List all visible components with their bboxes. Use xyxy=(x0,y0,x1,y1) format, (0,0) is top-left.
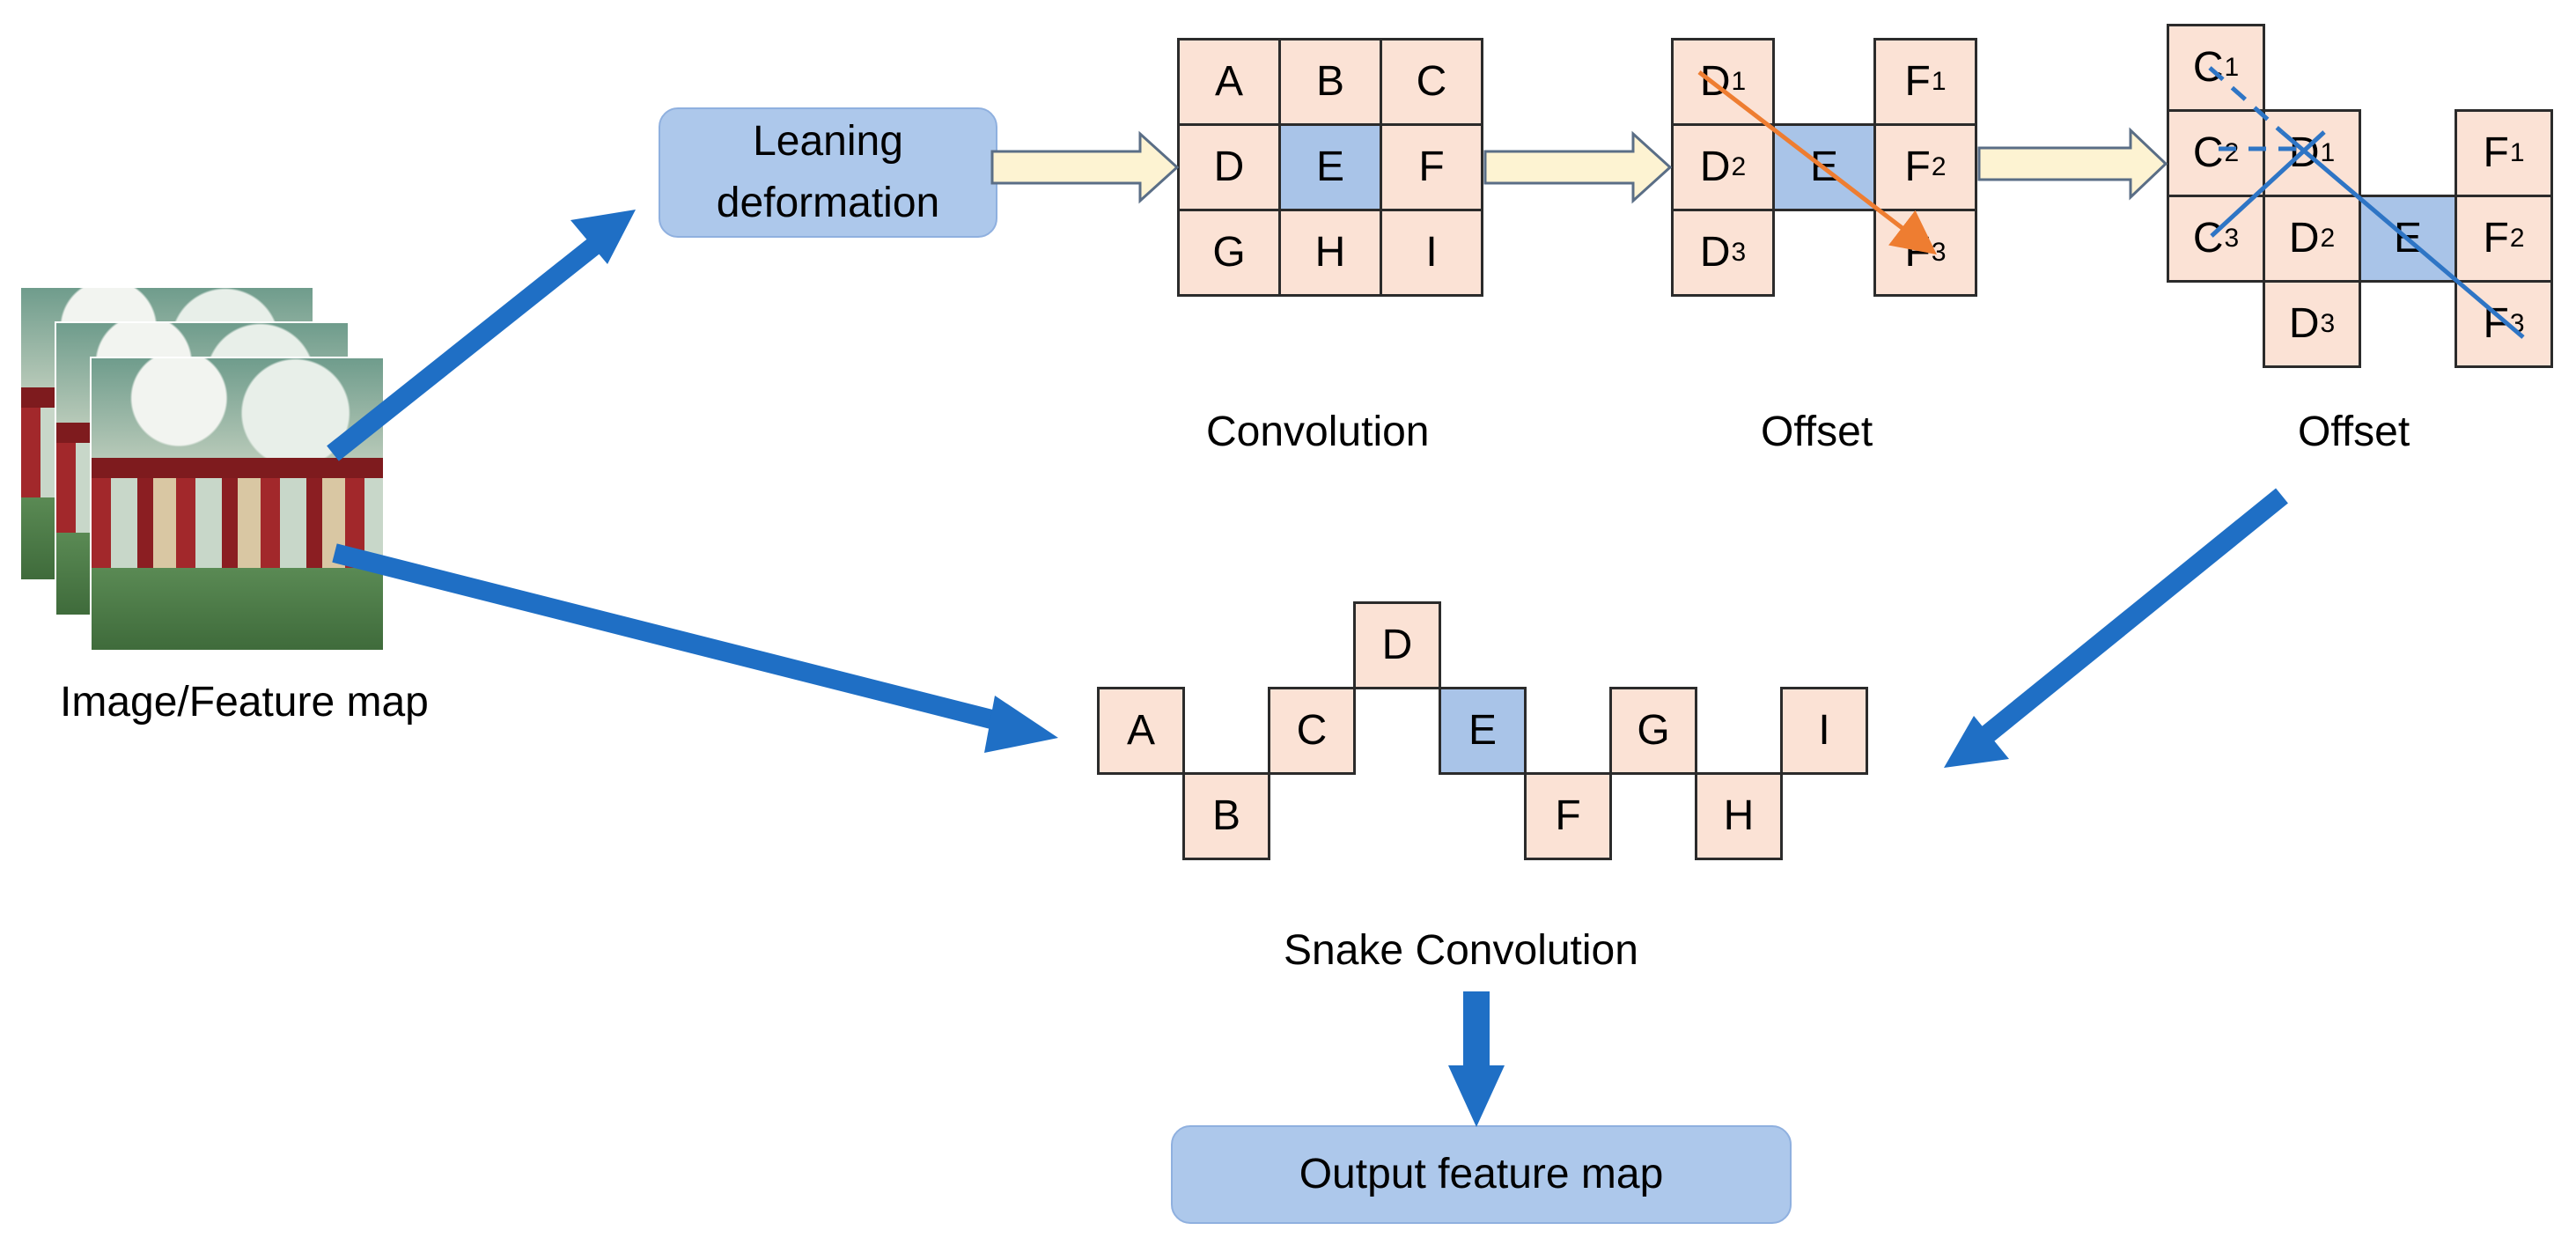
snake-cell-b: B xyxy=(1182,772,1270,860)
arrow-to-leaning-deformation xyxy=(327,210,636,461)
output-feature-map-box: Output feature map xyxy=(1171,1125,1792,1224)
feature-map-image-front xyxy=(90,357,385,652)
image-feature-map-label: Image/Feature map xyxy=(60,679,429,726)
flow-arrow-to-offset-1 xyxy=(1483,130,1673,204)
offset-label-2: Offset xyxy=(2298,409,2410,455)
snake-convolution-label: Snake Convolution xyxy=(1284,927,1638,974)
leaning-deformation-box: Leaning deformation xyxy=(659,107,997,238)
convolution-label: Convolution xyxy=(1206,409,1430,455)
snake-cell-i: I xyxy=(1780,687,1868,775)
snake-cell-c: C xyxy=(1268,687,1356,775)
snake-cell-g: G xyxy=(1609,687,1697,775)
snake-cell-e: E xyxy=(1439,687,1527,775)
snake-cell-a: A xyxy=(1097,687,1185,775)
flow-arrow-to-convolution xyxy=(990,130,1180,204)
flow-arrow-to-offset-2 xyxy=(1977,127,2168,201)
snake-cell-d: D xyxy=(1353,601,1441,689)
snake-cell-f: F xyxy=(1524,772,1612,860)
offset-line-orange xyxy=(1697,70,1937,255)
arrow-to-snake-convolution xyxy=(332,543,1058,753)
conv-cell-e: E xyxy=(1278,123,1382,211)
leaning-deformation-line2: deformation xyxy=(716,180,940,226)
offset-lines-blue xyxy=(2208,66,2525,339)
conv-cell-d: D xyxy=(1177,123,1281,211)
snake-cell-h: H xyxy=(1695,772,1783,860)
arrow-offset-to-snake xyxy=(1944,488,2288,768)
offset-label-1: Offset xyxy=(1761,409,1873,455)
conv-cell-c: C xyxy=(1380,38,1483,126)
conv-cell-a: A xyxy=(1177,38,1281,126)
leaning-deformation-line1: Leaning xyxy=(753,118,903,166)
conv-cell-i: I xyxy=(1380,209,1483,297)
conv-cell-g: G xyxy=(1177,209,1281,297)
output-feature-map-label: Output feature map xyxy=(1299,1151,1664,1198)
arrow-down-to-output xyxy=(1448,991,1505,1127)
